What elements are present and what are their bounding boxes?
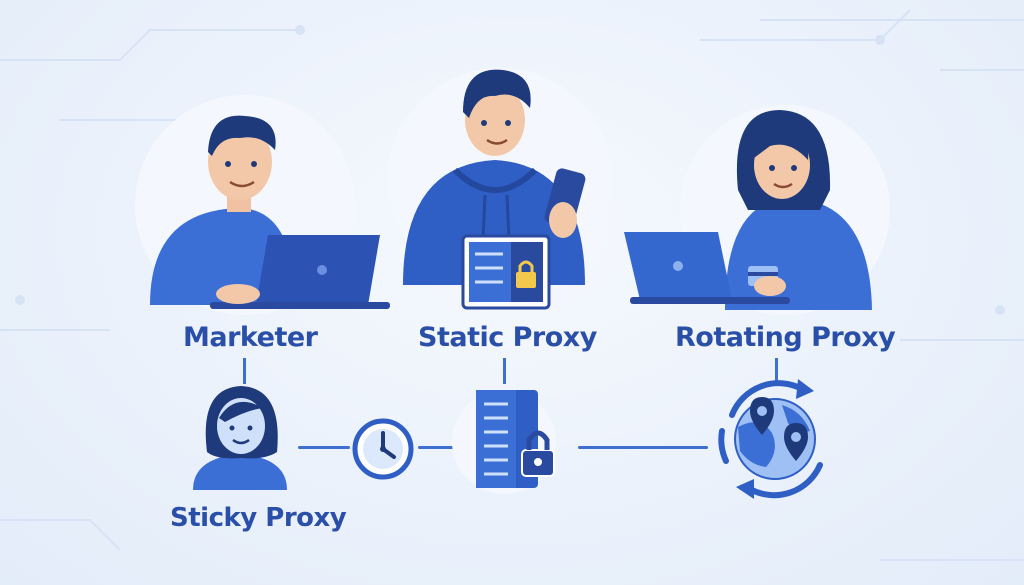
connector-tick	[503, 358, 506, 384]
connector-line	[298, 446, 350, 449]
rotating-proxy-label: Rotating Proxy	[675, 322, 895, 353]
marketer-figure	[120, 90, 390, 315]
rotating-proxy-figure	[620, 100, 910, 315]
server-lock-icon	[442, 384, 572, 494]
server-lock-icon	[463, 236, 549, 308]
static-proxy-figure	[385, 60, 625, 315]
marketer-label: Marketer	[183, 322, 317, 353]
sticky-proxy-avatar	[185, 380, 295, 490]
connector-line	[578, 446, 708, 449]
clock-icon	[350, 416, 416, 482]
globe-rotate-icon	[710, 375, 840, 500]
static-proxy-label: Static Proxy	[418, 322, 597, 353]
sticky-proxy-label: Sticky Proxy	[170, 503, 346, 533]
